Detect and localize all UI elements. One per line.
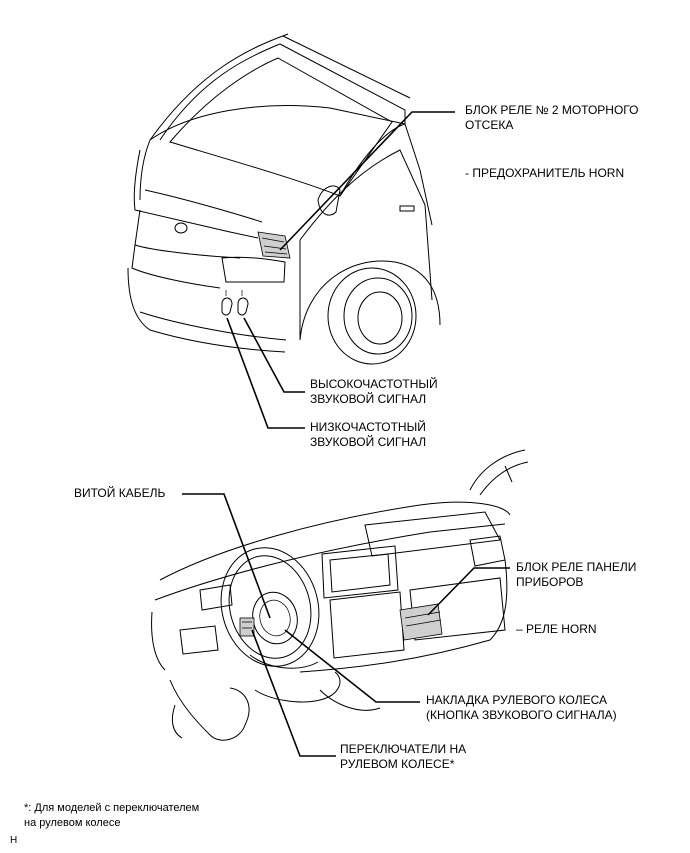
steering-switches-label: ПЕРЕКЛЮЧАТЕЛИ НА РУЛЕВОМ КОЛЕСЕ*	[340, 742, 467, 771]
figure-code: H	[10, 835, 18, 846]
engine-relay-block-label: БЛОК РЕЛЕ № 2 МОТОРНОГО ОТСЕКА	[465, 103, 639, 132]
horn-fuse-label: - ПРЕДОХРАНИТЕЛЬ HORN	[465, 166, 625, 180]
footnote-line-2: на рулевом колесе	[24, 817, 121, 829]
spiral-cable-label: ВИТОЙ КАБЕЛЬ	[74, 486, 166, 500]
horn-relay-label: – РЕЛЕ HORN	[516, 622, 597, 636]
high-horn-label: ВЫСОКОЧАСТОТНЫЙ ЗВУКОВОЙ СИГНАЛ	[310, 377, 438, 406]
low-horn-label: НИЗКОЧАСТОТНЫЙ ЗВУКОВОЙ СИГНАЛ	[310, 420, 427, 449]
panel-relay-block-label: БЛОК РЕЛЕ ПАНЕЛИ ПРИБОРОВ	[516, 560, 637, 589]
footnote-line-1: *: Для моделей с переключателем	[24, 802, 200, 814]
steering-pad-label: НАКЛАДКА РУЛЕВОГО КОЛЕСА (КНОПКА ЗВУКОВО…	[426, 693, 617, 722]
